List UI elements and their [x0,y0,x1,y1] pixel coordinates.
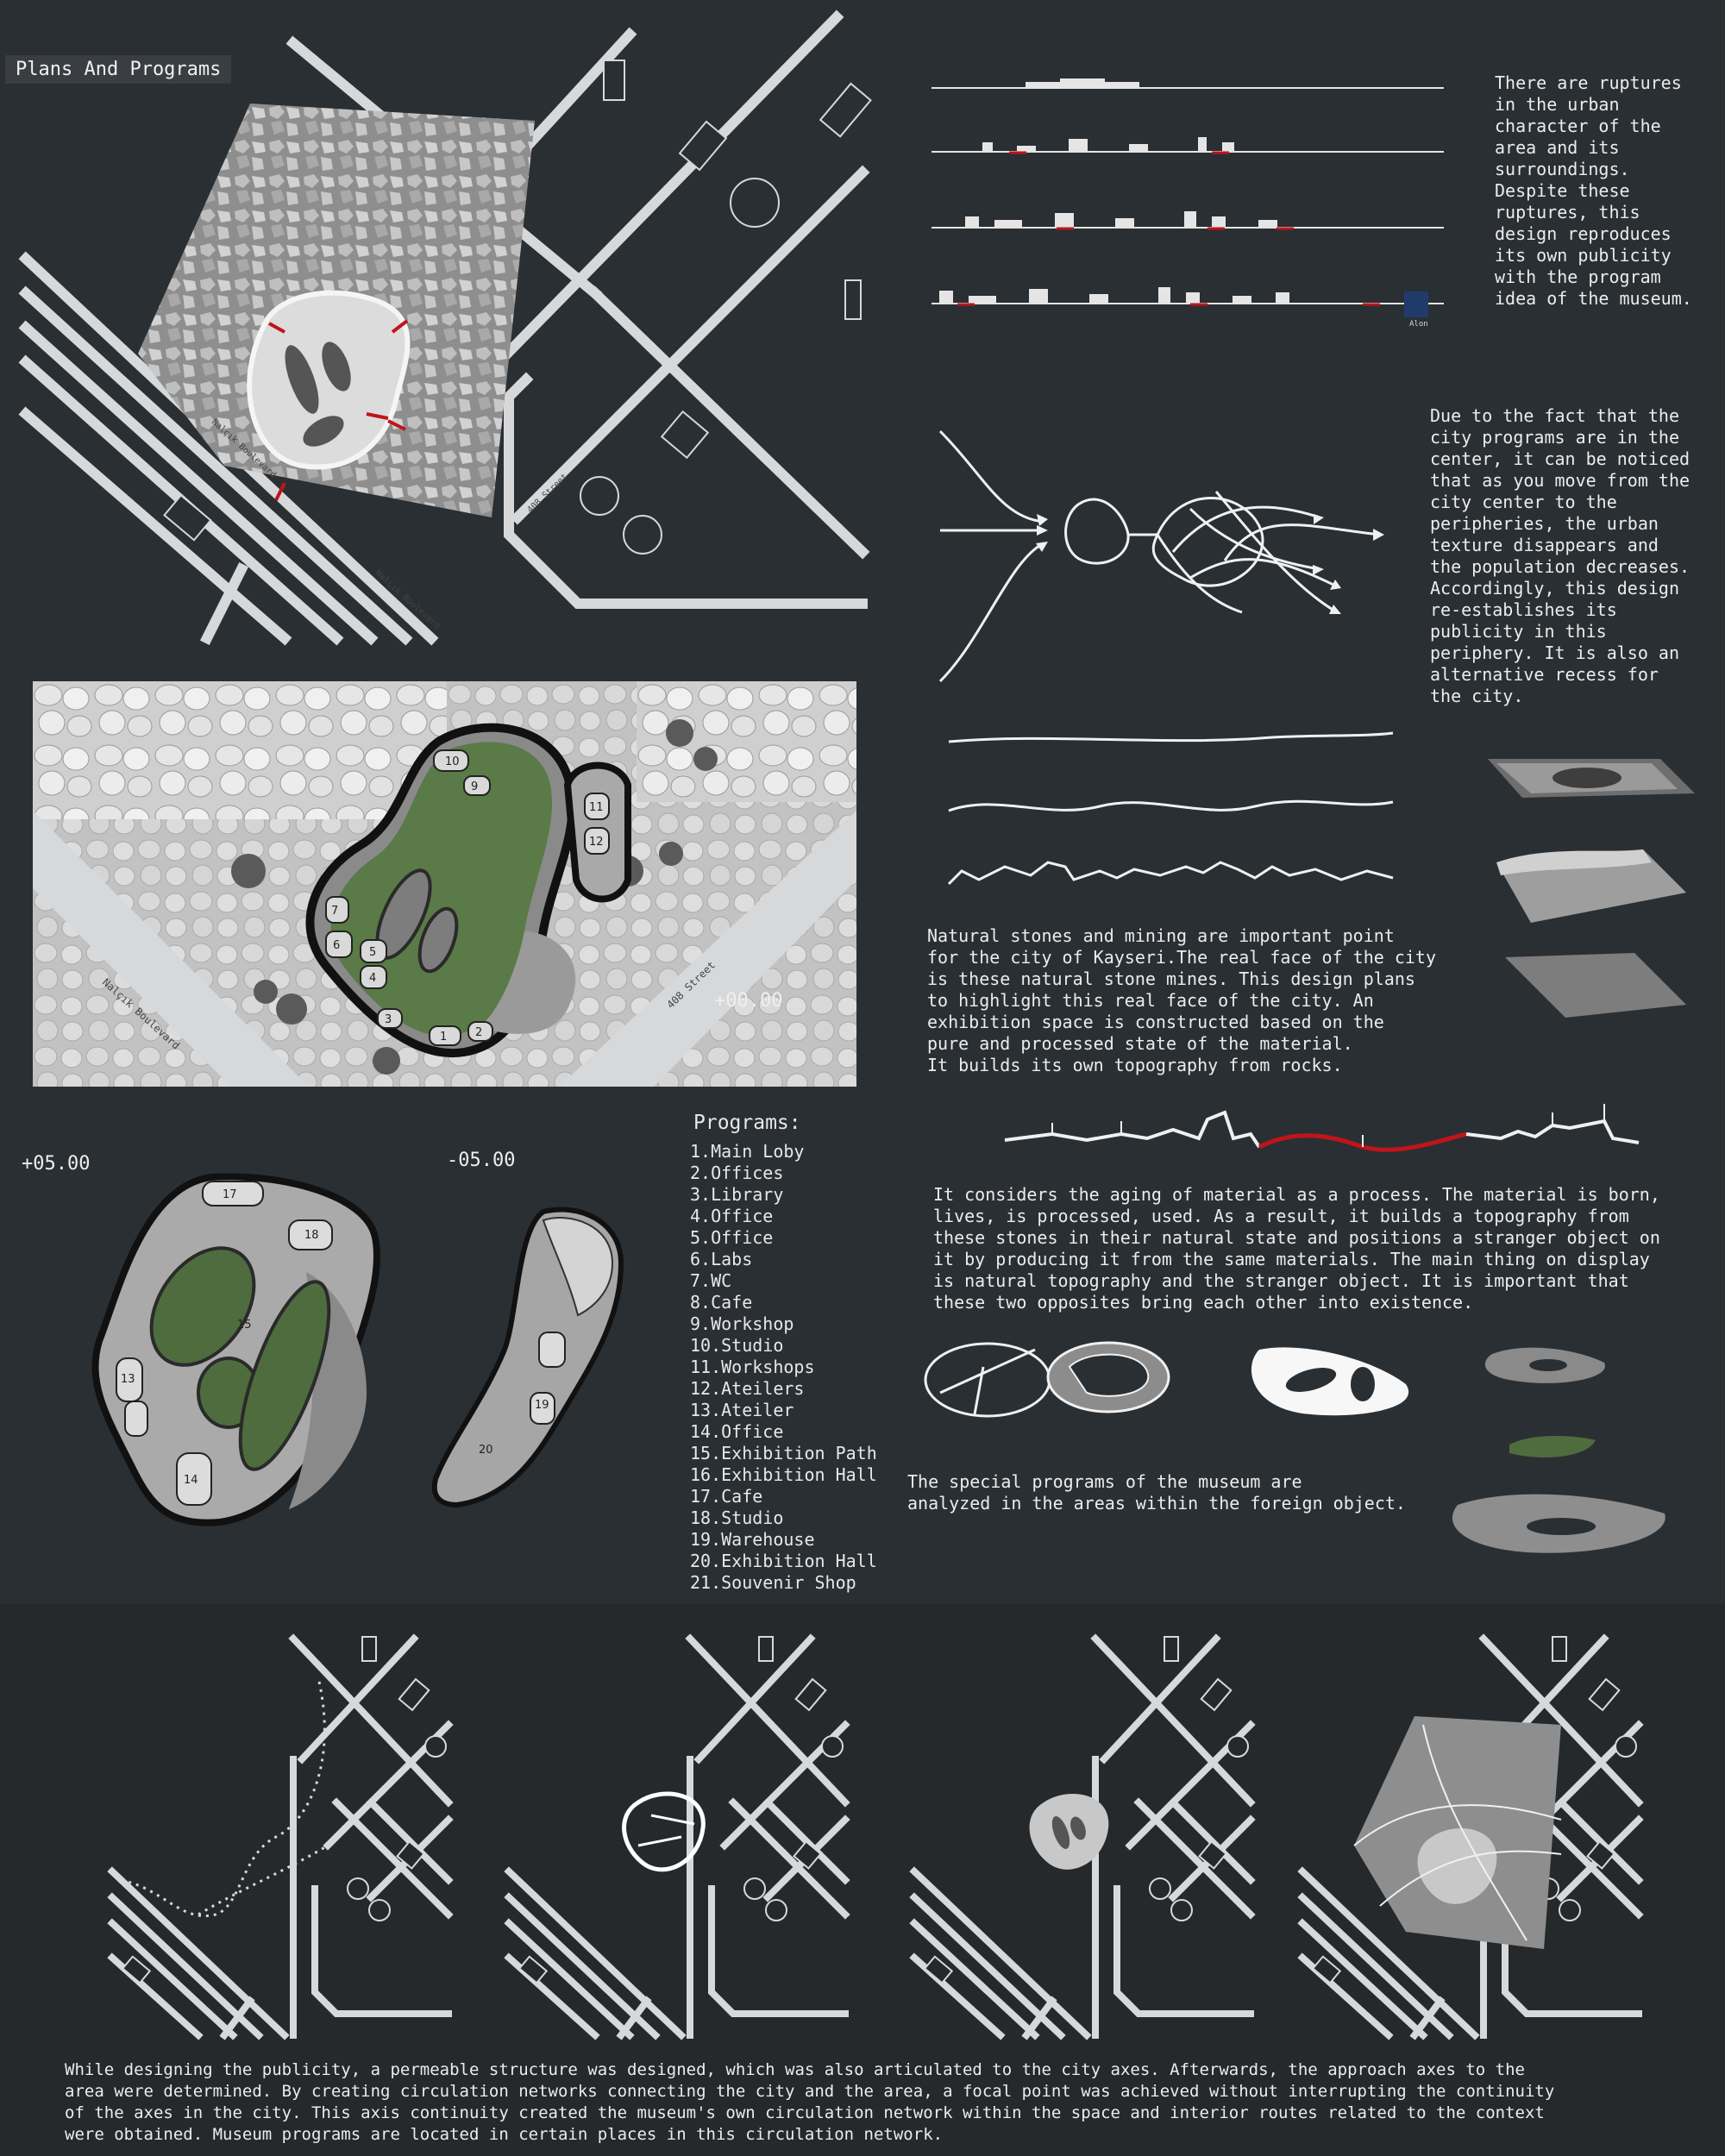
program-item: 17.Cafe [690,1486,763,1507]
level-upper: +05.00 [22,1153,91,1175]
ground-num-6: 6 [333,939,340,952]
section-tag: Alon [1409,320,1428,329]
text-aging: It considers the aging of material as a … [933,1184,1660,1313]
upper-num-1: 17 [223,1188,237,1201]
text-center: Due to the fact that the city programs a… [1430,405,1690,706]
text-bottom: While designing the publicity, a permeab… [65,2060,1555,2144]
programs-heading: Programs: [693,1112,801,1134]
program-item: 7.WC [690,1270,732,1291]
urban-sections: Alon [932,78,1444,329]
street-label-408: 408 Street [525,472,569,515]
page-title: Plans And Programs [5,55,232,84]
program-item: 6.Labs [690,1249,753,1269]
upper-num-4: 13 [121,1373,135,1386]
program-item: 10.Studio [690,1335,784,1356]
ground-num-8: 4 [369,972,376,985]
lower-num-1: 19 [535,1399,549,1412]
ground-num-4: 12 [589,836,604,849]
ground-num-5: 7 [331,905,338,918]
level-ground: +00.00 [714,990,783,1012]
upper-num-3: 15 [237,1319,252,1332]
circulation-diagrams [112,1630,1647,2044]
text-special: The special programs of the museum are a… [907,1471,1406,1514]
program-item: 4.Office [690,1206,774,1226]
program-item: 8.Cafe [690,1292,753,1313]
program-item: 14.Office [690,1421,784,1442]
program-item: 1.Main Loby [690,1141,805,1162]
ground-num-3: 11 [589,801,604,814]
flow-diagram [938,429,1384,683]
lower-floor-plan: 19 20 [431,1206,624,1508]
program-item: 13.Ateiler [690,1400,794,1420]
site-plan: Nalçık Boulevard Nalçık Boulevard 408 St… [18,9,872,646]
program-item: 2.Offices [690,1163,784,1183]
ground-num-1: 10 [445,755,460,768]
lower-num-2: 20 [479,1444,493,1457]
form-evolution [924,1341,1665,1553]
program-item: 20.Exhibition Hall [690,1551,877,1571]
program-item: 15.Exhibition Path [690,1443,877,1463]
program-item: 3.Library [690,1184,784,1205]
program-item: 19.Warehouse [690,1529,815,1550]
red-section [1004,1104,1640,1152]
program-item: 18.Studio [690,1507,784,1528]
program-item: 21.Souvenir Shop [690,1572,856,1593]
programs-list: Programs: 1.Main Loby 2.Offices 3.Librar… [690,1112,877,1594]
program-item: 9.Workshop [690,1313,794,1334]
program-item: 16.Exhibition Hall [690,1464,877,1485]
upper-num-2: 18 [304,1229,319,1242]
ground-floor-plan: 10 9 11 12 7 6 5 4 3 1 2 Nalçık Boulevar… [33,681,856,1087]
upper-num-5: 14 [184,1474,198,1487]
ground-num-9: 3 [385,1013,392,1026]
level-lower: -05.00 [447,1150,516,1171]
program-item: 11.Workshops [690,1357,815,1377]
text-stones: Natural stones and mining are important … [927,925,1437,1075]
ground-num-2: 9 [471,780,478,793]
program-item: 12.Ateilers [690,1378,805,1399]
topography-layers [947,731,1695,1018]
upper-floor-plan: 17 18 15 13 14 [91,1173,380,1526]
text-ruptures: There are ruptures in the urban characte… [1495,72,1692,309]
ground-num-7: 5 [369,946,376,959]
program-item: 5.Office [690,1227,774,1248]
ground-num-11: 2 [475,1026,482,1039]
ground-num-10: 1 [440,1031,447,1044]
